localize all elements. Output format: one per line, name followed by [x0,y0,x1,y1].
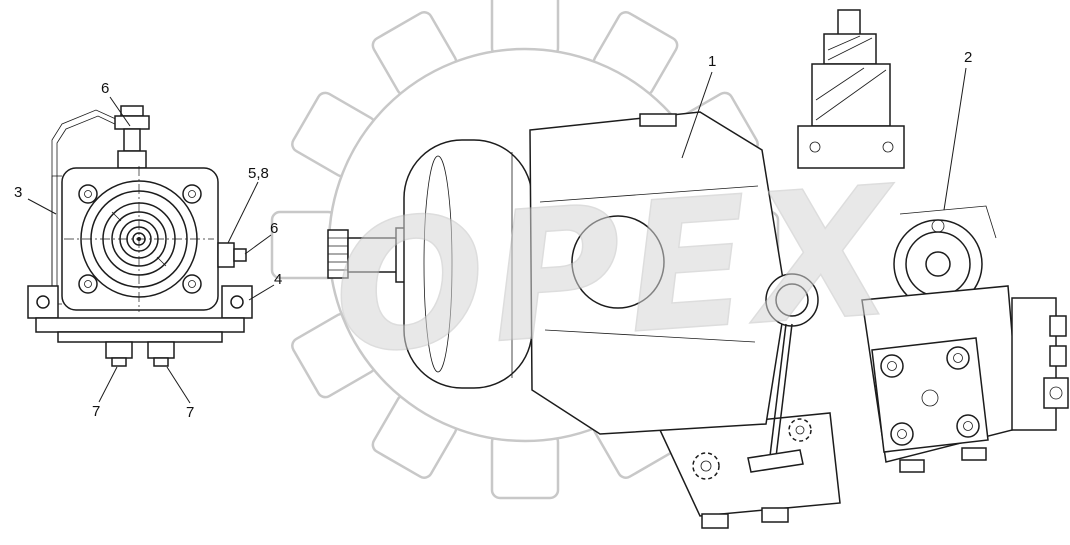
callout-1: 1 [708,53,716,70]
watermark-text: OPEX [327,148,906,394]
callout-6-right: 6 [270,220,278,237]
callout-3: 3 [14,184,22,201]
left-pump-front-view [27,105,253,367]
callout-4: 4 [274,271,282,288]
callout-5-8: 5,8 [248,165,269,182]
right-pump-side-view [327,9,1069,529]
callout-7-right: 7 [186,404,194,421]
callout-2: 2 [964,49,972,66]
leader-lines [27,67,967,404]
callout-labels: 1 2 3 4 5,8 6 6 7 7 [14,49,972,421]
callout-6-top: 6 [101,80,109,97]
callout-7-left: 7 [92,403,100,420]
